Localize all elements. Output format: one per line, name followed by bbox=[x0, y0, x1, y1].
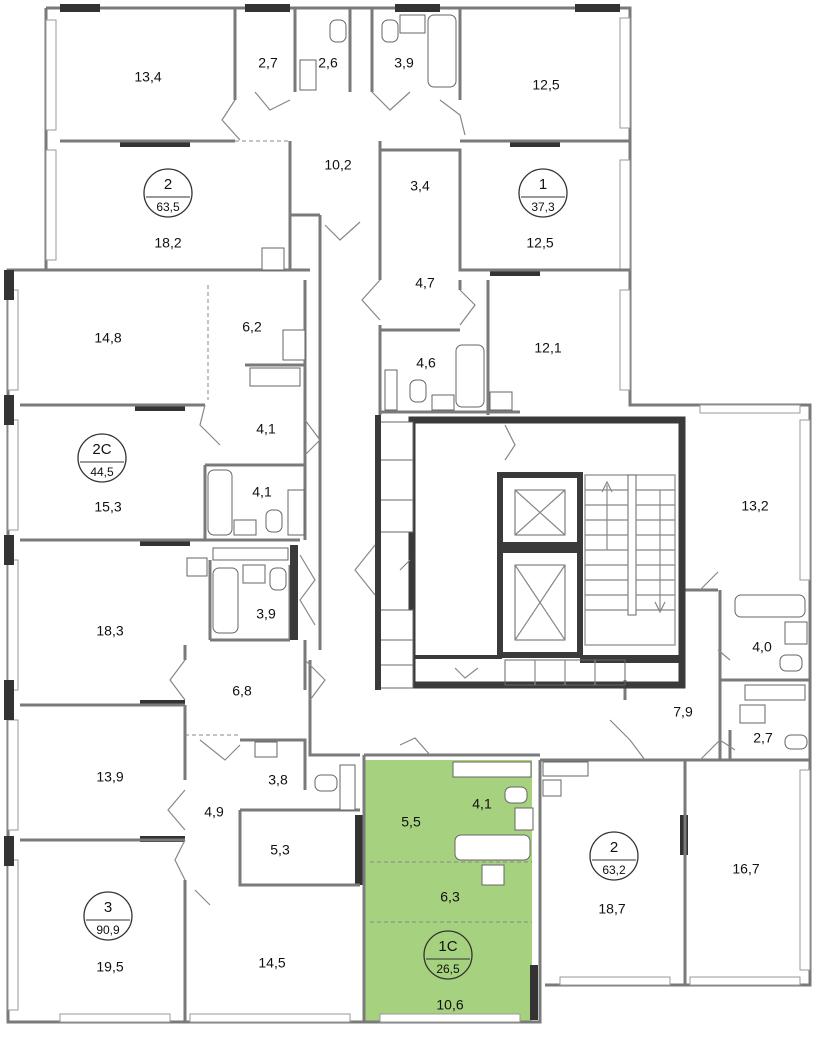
doors bbox=[167, 91, 736, 906]
room-area-label: 7,9 bbox=[673, 704, 693, 720]
apartment-badge-6[interactable]: 1C 26,5 bbox=[423, 930, 473, 980]
room-area-label: 4,1 bbox=[256, 421, 276, 437]
dashed-zone-lines bbox=[185, 140, 532, 923]
room-area-label: 13,9 bbox=[96, 769, 123, 785]
apartment-area-label: 26,5 bbox=[436, 962, 460, 976]
windows bbox=[7, 17, 811, 1023]
room-area-label: 18,2 bbox=[154, 235, 181, 251]
room-area-label: 6,8 bbox=[232, 683, 252, 699]
apartment-rooms-label: 3 bbox=[104, 899, 112, 916]
room-area-label: 4,1 bbox=[252, 484, 272, 500]
room-area-label: 4,0 bbox=[752, 639, 772, 655]
room-area-label: 10,6 bbox=[436, 997, 463, 1013]
room-area-label: 14,8 bbox=[94, 330, 121, 346]
apartment-area-label: 44,5 bbox=[90, 465, 114, 479]
room-area-label: 3,4 bbox=[410, 178, 430, 194]
apartment-area-label: 63,2 bbox=[602, 863, 626, 877]
apartment-rooms-label: 2 bbox=[164, 176, 172, 193]
apartment-area-label: 90,9 bbox=[96, 923, 120, 937]
apartment-badge-4[interactable]: 2 63,2 bbox=[589, 831, 639, 881]
apartment-rooms-label: 2C bbox=[92, 441, 111, 458]
room-area-label: 13,4 bbox=[134, 69, 161, 85]
room-area-label: 5,3 bbox=[270, 842, 290, 858]
apartment-area-label: 63,5 bbox=[156, 200, 180, 214]
room-labels: 13,4 2,7 2,6 3,9 12,5 10,2 18,2 3,4 12,5… bbox=[94, 55, 773, 1013]
room-area-label: 14,5 bbox=[258, 955, 285, 971]
apartment-rooms-label: 1 bbox=[539, 176, 547, 193]
room-area-label: 2,6 bbox=[318, 55, 338, 71]
room-area-label: 19,5 bbox=[96, 959, 123, 975]
room-area-label: 3,9 bbox=[256, 606, 276, 622]
room-area-label: 3,8 bbox=[268, 772, 288, 788]
room-area-label: 13,2 bbox=[741, 498, 768, 514]
apartment-rooms-label: 2 bbox=[610, 839, 618, 856]
room-area-label: 12,1 bbox=[534, 340, 561, 356]
apartment-area-label: 37,3 bbox=[531, 200, 555, 214]
room-area-label: 2,7 bbox=[753, 730, 773, 746]
apartment-badge-1[interactable]: 2 63,5 bbox=[143, 168, 193, 218]
room-area-label: 4,6 bbox=[416, 355, 436, 371]
structural-columns bbox=[4, 4, 688, 1020]
room-area-label: 15,3 bbox=[94, 499, 121, 515]
room-area-label: 12,5 bbox=[532, 77, 559, 93]
room-area-label: 10,2 bbox=[324, 157, 351, 173]
room-area-label: 4,1 bbox=[472, 796, 492, 812]
room-area-label: 5,5 bbox=[401, 814, 421, 830]
room-area-label: 3,9 bbox=[394, 55, 414, 71]
apartment-rooms-label: 1C bbox=[438, 938, 457, 955]
room-area-label: 4,9 bbox=[204, 804, 224, 820]
building-core bbox=[290, 415, 686, 690]
room-area-label: 18,3 bbox=[96, 623, 123, 639]
room-area-label: 4,7 bbox=[415, 275, 435, 291]
room-area-label: 18,7 bbox=[598, 901, 625, 917]
staircase bbox=[584, 474, 676, 646]
room-area-label: 6,2 bbox=[242, 319, 262, 335]
room-area-label: 2,7 bbox=[258, 55, 278, 71]
apartment-badge-3[interactable]: 2C 44,5 bbox=[77, 433, 127, 483]
apartment-badge-2[interactable]: 1 37,3 bbox=[518, 168, 568, 218]
room-area-label: 6,3 bbox=[440, 889, 460, 905]
room-area-label: 12,5 bbox=[526, 235, 553, 251]
bathroom-fixtures bbox=[186, 14, 808, 886]
room-area-label: 16,7 bbox=[732, 861, 759, 877]
apartment-badge-5[interactable]: 3 90,9 bbox=[83, 891, 133, 941]
